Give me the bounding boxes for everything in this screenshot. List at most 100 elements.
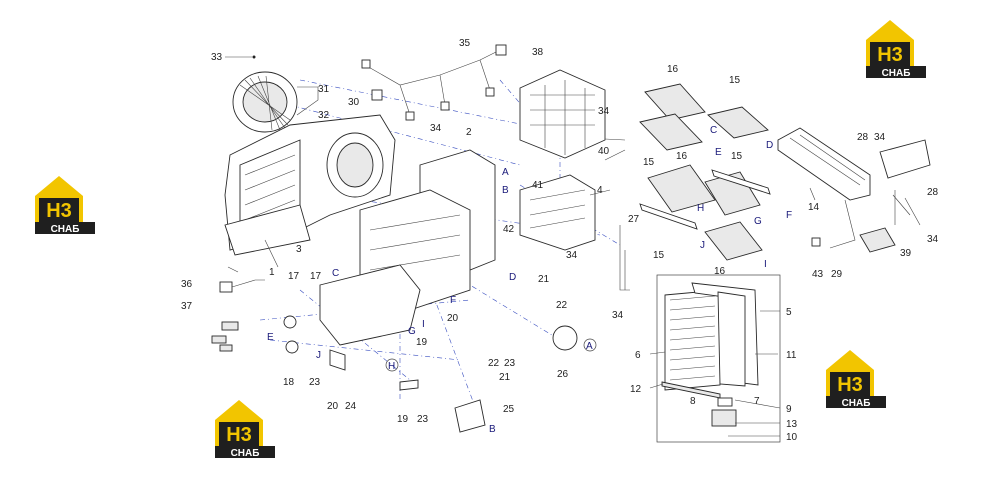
callout-37: 37: [181, 301, 193, 312]
callout-23: 23: [417, 414, 429, 425]
callout-34: 34: [566, 250, 578, 261]
letter-ref-b: B: [489, 424, 496, 435]
callout-6: 6: [635, 350, 641, 361]
letter-ref-h: H: [388, 361, 395, 372]
wire-harness: [361, 44, 507, 121]
callout-8: 8: [690, 396, 696, 407]
callout-32: 32: [318, 110, 330, 121]
letter-ref-a: A: [502, 167, 509, 178]
callout-28: 28: [927, 187, 939, 198]
callout-16: 16: [676, 151, 688, 162]
letter-ref-h: H: [697, 203, 704, 214]
callout-39: 39: [900, 248, 912, 259]
callout-15: 15: [731, 151, 743, 162]
callout-41: 41: [532, 180, 544, 191]
right-side-parts: [777, 127, 931, 253]
callout-13: 13: [786, 419, 798, 430]
letter-ref-j: J: [316, 350, 321, 361]
callout-23: 23: [309, 377, 321, 388]
evaporator-core-38: [519, 69, 606, 159]
callout-19: 19: [397, 414, 409, 425]
small-parts-left: [211, 279, 578, 433]
callout-26: 26: [557, 369, 569, 380]
letter-ref-e: E: [715, 147, 722, 158]
logo-main-text: H3: [226, 424, 252, 446]
logo-main-text: H3: [877, 44, 903, 66]
mode-actuator-housing: [519, 174, 596, 251]
callout-16: 16: [714, 266, 726, 277]
letter-ref-i: I: [422, 319, 425, 330]
blower-fan-assembly: [225, 55, 298, 133]
callout-15: 15: [729, 75, 741, 86]
callout-21: 21: [499, 372, 511, 383]
callout-2: 2: [466, 127, 472, 138]
brand-logo-top-right: H3 СНАБ: [866, 20, 926, 79]
letter-ref-a: A: [586, 341, 593, 352]
callout-5: 5: [786, 307, 792, 318]
callout-35: 35: [459, 38, 471, 49]
letter-ref-b: B: [502, 185, 509, 196]
callout-38: 38: [532, 47, 544, 58]
callout-16: 16: [667, 64, 679, 75]
brand-logo-right: H3 СНАБ: [826, 350, 886, 409]
letter-ref-i: I: [764, 259, 767, 270]
callout-17: 17: [310, 271, 322, 282]
callout-24: 24: [345, 401, 357, 412]
callout-9: 9: [786, 404, 792, 415]
letter-ref-e: E: [267, 332, 274, 343]
logo-sub-text: СНАБ: [882, 68, 911, 79]
heater-core-box: [656, 274, 781, 443]
callout-28: 28: [857, 132, 869, 143]
callout-25: 25: [503, 404, 515, 415]
callout-18: 18: [283, 377, 295, 388]
logo-sub-text: СНАБ: [51, 224, 80, 235]
callout-21: 21: [538, 274, 550, 285]
letter-ref-c: C: [332, 268, 339, 279]
callout-14: 14: [808, 202, 820, 213]
center-case-section: [319, 149, 496, 346]
brand-logo-left: H3 СНАБ: [35, 176, 95, 235]
callout-36: 36: [181, 279, 193, 290]
letter-ref-j: J: [700, 240, 705, 251]
callout-31: 31: [318, 84, 330, 95]
callout-numbers: 33 31 30 32 35 38 34 40 34 2 41 4 3 1 36…: [181, 38, 939, 443]
callout-7: 7: [754, 396, 760, 407]
letter-ref-f: F: [786, 210, 792, 221]
callout-34: 34: [927, 234, 939, 245]
callout-22: 22: [556, 300, 568, 311]
callout-15: 15: [643, 157, 655, 168]
callout-12: 12: [630, 384, 642, 395]
logo-main-text: H3: [837, 374, 863, 396]
callout-34: 34: [612, 310, 624, 321]
logo-sub-text: СНАБ: [842, 398, 871, 409]
callout-15: 15: [653, 250, 665, 261]
callout-4: 4: [597, 185, 603, 196]
callout-27: 27: [628, 214, 640, 225]
callout-19: 19: [416, 337, 428, 348]
letter-ref-g: G: [408, 326, 416, 337]
heater-case-housing: [224, 114, 396, 256]
letter-ref-d: D: [766, 140, 773, 151]
callout-20: 20: [447, 313, 459, 324]
letter-ref-g: G: [754, 216, 762, 227]
callout-10: 10: [786, 432, 798, 443]
callout-20: 20: [327, 401, 339, 412]
logo-main-text: H3: [46, 200, 72, 222]
letter-ref-d: D: [509, 272, 516, 283]
callout-34: 34: [874, 132, 886, 143]
callout-40: 40: [598, 146, 610, 157]
callout-23: 23: [504, 358, 516, 369]
callout-17: 17: [288, 271, 300, 282]
callout-11: 11: [786, 350, 797, 361]
callout-leader-lines: [227, 86, 896, 437]
callout-43: 43: [812, 269, 824, 280]
callout-42: 42: [503, 224, 515, 235]
letter-references: A B C C E D H G F J I D F I G E J H A B: [267, 125, 792, 435]
callout-22: 22: [488, 358, 500, 369]
brand-logo-bottom-left: H3 СНАБ: [215, 400, 275, 459]
callout-34: 34: [430, 123, 442, 134]
callout-34: 34: [598, 106, 610, 117]
callout-1: 1: [269, 267, 275, 278]
callout-29: 29: [831, 269, 843, 280]
